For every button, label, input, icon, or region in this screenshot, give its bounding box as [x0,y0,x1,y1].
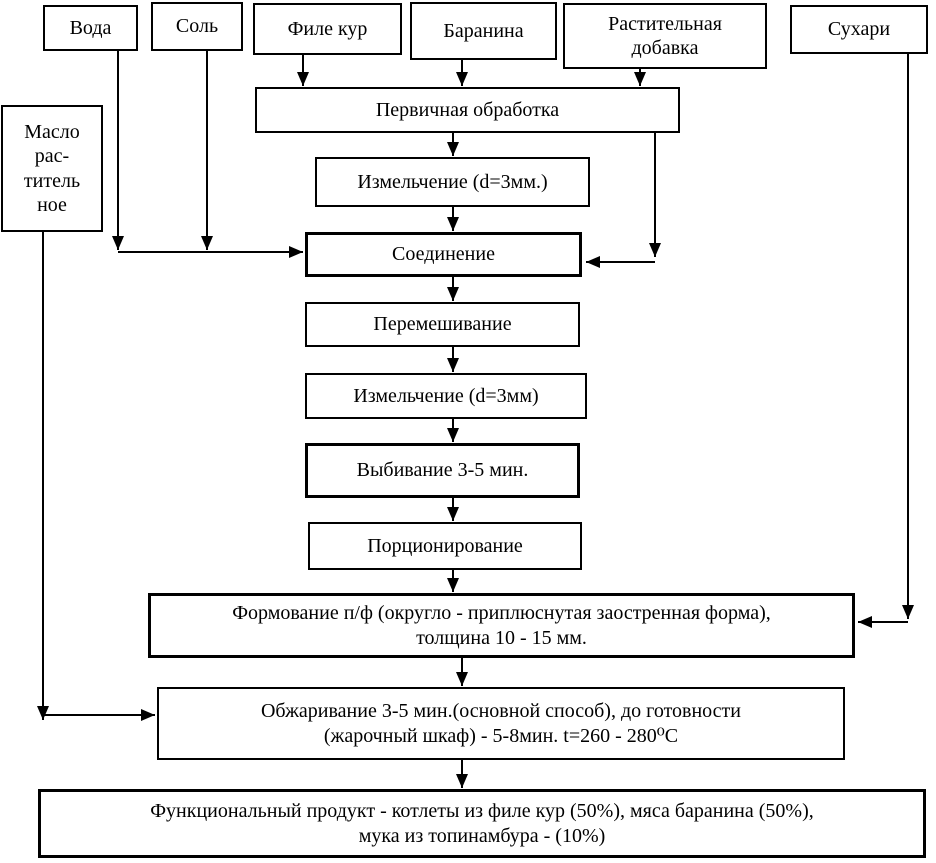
flow-box-vybivanie: Выбивание 3-5 мин. [305,443,580,498]
flow-box-suhari: Сухари [790,5,928,54]
flow-box-label-obzharivanie: Обжаривание 3-5 мин.(основной способ), д… [260,700,742,747]
flow-box-label-peremeshivanie: Перемешивание [373,313,512,336]
flow-box-label-formovanie: Формование п/ф (округло - приплюснутая з… [232,602,771,649]
flow-box-label-pervichnaya-obrabotka: Первичная обработка [375,98,560,121]
flow-box-formovanie: Формование п/ф (округло - приплюснутая з… [148,593,855,658]
flow-box-label-voda: Вода [69,16,112,39]
flow-box-label-porcionirovanie: Порционирование [367,534,523,557]
flow-box-baranina: Баранина [410,2,557,60]
flow-box-label-baranina: Баранина [443,19,524,42]
flow-box-label-file-kur: Филе кур [287,17,368,40]
flow-box-pervichnaya-obrabotka: Первичная обработка [255,87,680,133]
flow-box-label-suhari: Сухари [827,18,891,41]
flow-box-izmelchenie-2: Измельчение (d=3мм) [305,373,587,419]
flow-box-porcionirovanie: Порционирование [308,522,582,570]
flow-box-izmelchenie-1: Измельчение (d=3мм.) [315,157,590,207]
flow-box-peremeshivanie: Перемешивание [305,302,580,347]
flow-box-rastitelnaya-dobavka: Растительная добавка [563,3,767,69]
flow-box-soedinenie: Соединение [305,232,582,277]
flow-box-sol: Соль [151,2,243,51]
flow-box-label-soedinenie: Соединение [392,243,495,266]
flow-box-label-maslo-rastitelnoe: Масло рас- титель ное [23,120,81,216]
flow-box-file-kur: Филе кур [253,3,402,55]
flow-box-label-sol: Соль [175,15,219,38]
flow-box-label-vybivanie: Выбивание 3-5 мин. [356,459,529,482]
flow-box-label-izmelchenie-1: Измельчение (d=3мм.) [357,170,548,193]
flow-box-label-izmelchenie-2: Измельчение (d=3мм) [353,384,539,407]
flow-box-obzharivanie: Обжаривание 3-5 мин.(основной способ), д… [157,687,845,760]
flow-box-maslo-rastitelnoe: Масло рас- титель ное [1,105,103,232]
flow-box-funkcionalnyj-produkt: Функциональный продукт - котлеты из филе… [38,789,926,858]
flow-box-voda: Вода [43,5,138,51]
flow-box-label-funkcionalnyj-produkt: Функциональный продукт - котлеты из филе… [150,800,814,847]
flow-box-label-rastitelnaya-dobavka: Растительная добавка [608,12,722,59]
